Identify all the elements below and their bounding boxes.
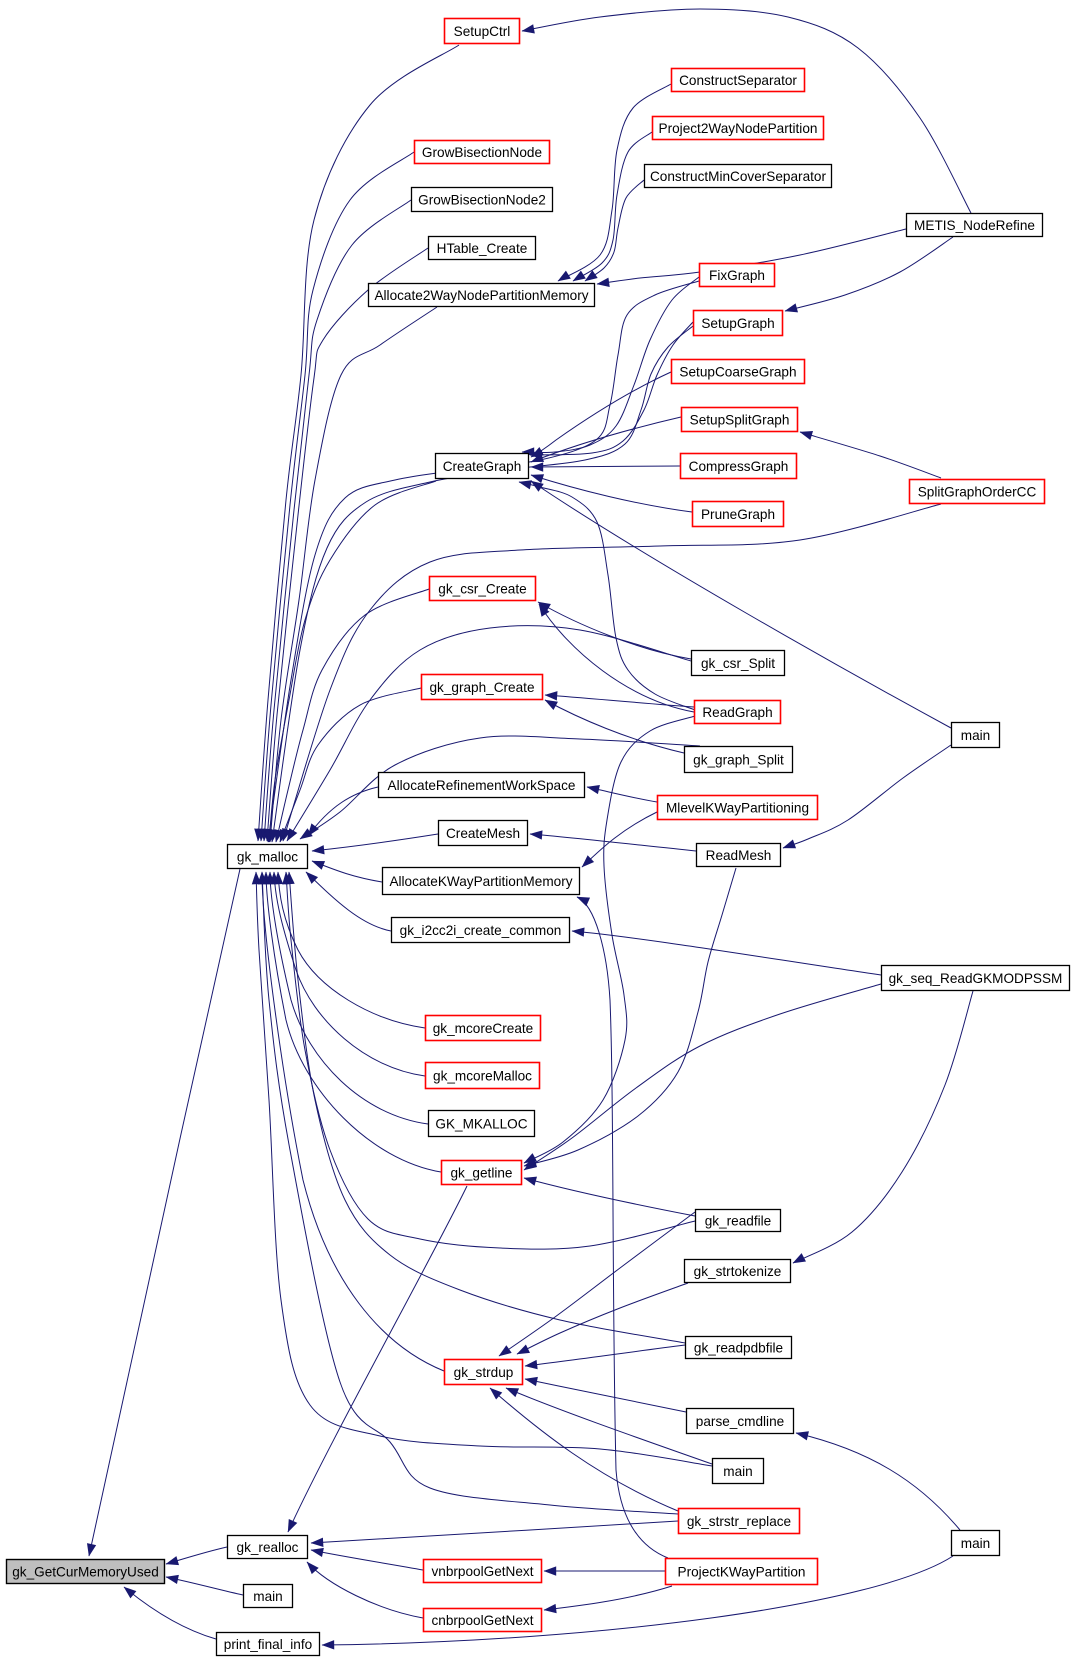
svg-text:ReadMesh: ReadMesh [706, 848, 772, 863]
svg-text:gk_readpdbfile: gk_readpdbfile [694, 1340, 783, 1355]
svg-text:gk_getline: gk_getline [451, 1165, 513, 1180]
svg-text:HTable_Create: HTable_Create [437, 241, 528, 256]
svg-text:main: main [961, 728, 990, 743]
svg-text:SetupCtrl: SetupCtrl [454, 24, 511, 39]
svg-text:gk_i2cc2i_create_common: gk_i2cc2i_create_common [400, 923, 562, 938]
svg-text:main: main [253, 1589, 282, 1604]
svg-text:ProjectKWayPartition: ProjectKWayPartition [678, 1564, 806, 1579]
svg-text:gk_csr_Create: gk_csr_Create [438, 581, 526, 596]
svg-text:gk_GetCurMemoryUsed: gk_GetCurMemoryUsed [12, 1564, 159, 1579]
svg-text:SetupCoarseGraph: SetupCoarseGraph [679, 364, 796, 379]
svg-text:gk_strstr_replace: gk_strstr_replace [687, 1514, 791, 1529]
svg-text:parse_cmdline: parse_cmdline [696, 1414, 784, 1429]
svg-text:SplitGraphOrderCC: SplitGraphOrderCC [918, 484, 1037, 499]
svg-text:GK_MKALLOC: GK_MKALLOC [435, 1116, 527, 1131]
svg-text:cnbrpoolGetNext: cnbrpoolGetNext [431, 1613, 533, 1628]
svg-text:GrowBisectionNode2: GrowBisectionNode2 [418, 192, 546, 207]
svg-text:gk_graph_Split: gk_graph_Split [693, 752, 784, 767]
svg-text:SetupGraph: SetupGraph [701, 316, 774, 331]
svg-text:CompressGraph: CompressGraph [689, 459, 789, 474]
svg-text:ConstructMinCoverSeparator: ConstructMinCoverSeparator [650, 169, 827, 184]
svg-text:print_final_info: print_final_info [224, 1637, 312, 1652]
svg-text:CreateGraph: CreateGraph [443, 459, 522, 474]
svg-text:MlevelKWayPartitioning: MlevelKWayPartitioning [666, 800, 809, 815]
svg-text:SetupSplitGraph: SetupSplitGraph [690, 412, 790, 427]
svg-text:FixGraph: FixGraph [709, 268, 765, 283]
svg-text:AllocateKWayPartitionMemory: AllocateKWayPartitionMemory [389, 874, 572, 889]
svg-text:METIS_NodeRefine: METIS_NodeRefine [914, 218, 1035, 233]
svg-text:gk_realloc: gk_realloc [237, 1540, 299, 1555]
svg-text:gk_strtokenize: gk_strtokenize [694, 1264, 782, 1279]
svg-text:gk_csr_Split: gk_csr_Split [701, 656, 775, 671]
svg-text:GrowBisectionNode: GrowBisectionNode [422, 145, 542, 160]
svg-text:Allocate2WayNodePartitionMemor: Allocate2WayNodePartitionMemory [374, 288, 588, 303]
svg-text:AllocateRefinementWorkSpace: AllocateRefinementWorkSpace [388, 778, 576, 793]
svg-text:ReadGraph: ReadGraph [702, 705, 772, 720]
svg-text:Project2WayNodePartition: Project2WayNodePartition [659, 121, 818, 136]
svg-text:gk_strdup: gk_strdup [454, 1365, 514, 1380]
svg-text:main: main [961, 1536, 990, 1551]
svg-text:gk_graph_Create: gk_graph_Create [429, 680, 534, 695]
svg-text:gk_malloc: gk_malloc [237, 849, 298, 864]
svg-text:ConstructSeparator: ConstructSeparator [679, 73, 797, 88]
svg-text:gk_mcoreMalloc: gk_mcoreMalloc [433, 1068, 532, 1083]
svg-text:gk_seq_ReadGKMODPSSM: gk_seq_ReadGKMODPSSM [889, 971, 1063, 986]
svg-text:gk_readfile: gk_readfile [705, 1213, 772, 1228]
svg-text:PruneGraph: PruneGraph [701, 507, 775, 522]
svg-text:vnbrpoolGetNext: vnbrpoolGetNext [431, 1564, 533, 1579]
svg-text:main: main [723, 1464, 752, 1479]
svg-text:gk_mcoreCreate: gk_mcoreCreate [433, 1021, 534, 1036]
svg-text:CreateMesh: CreateMesh [446, 826, 520, 841]
